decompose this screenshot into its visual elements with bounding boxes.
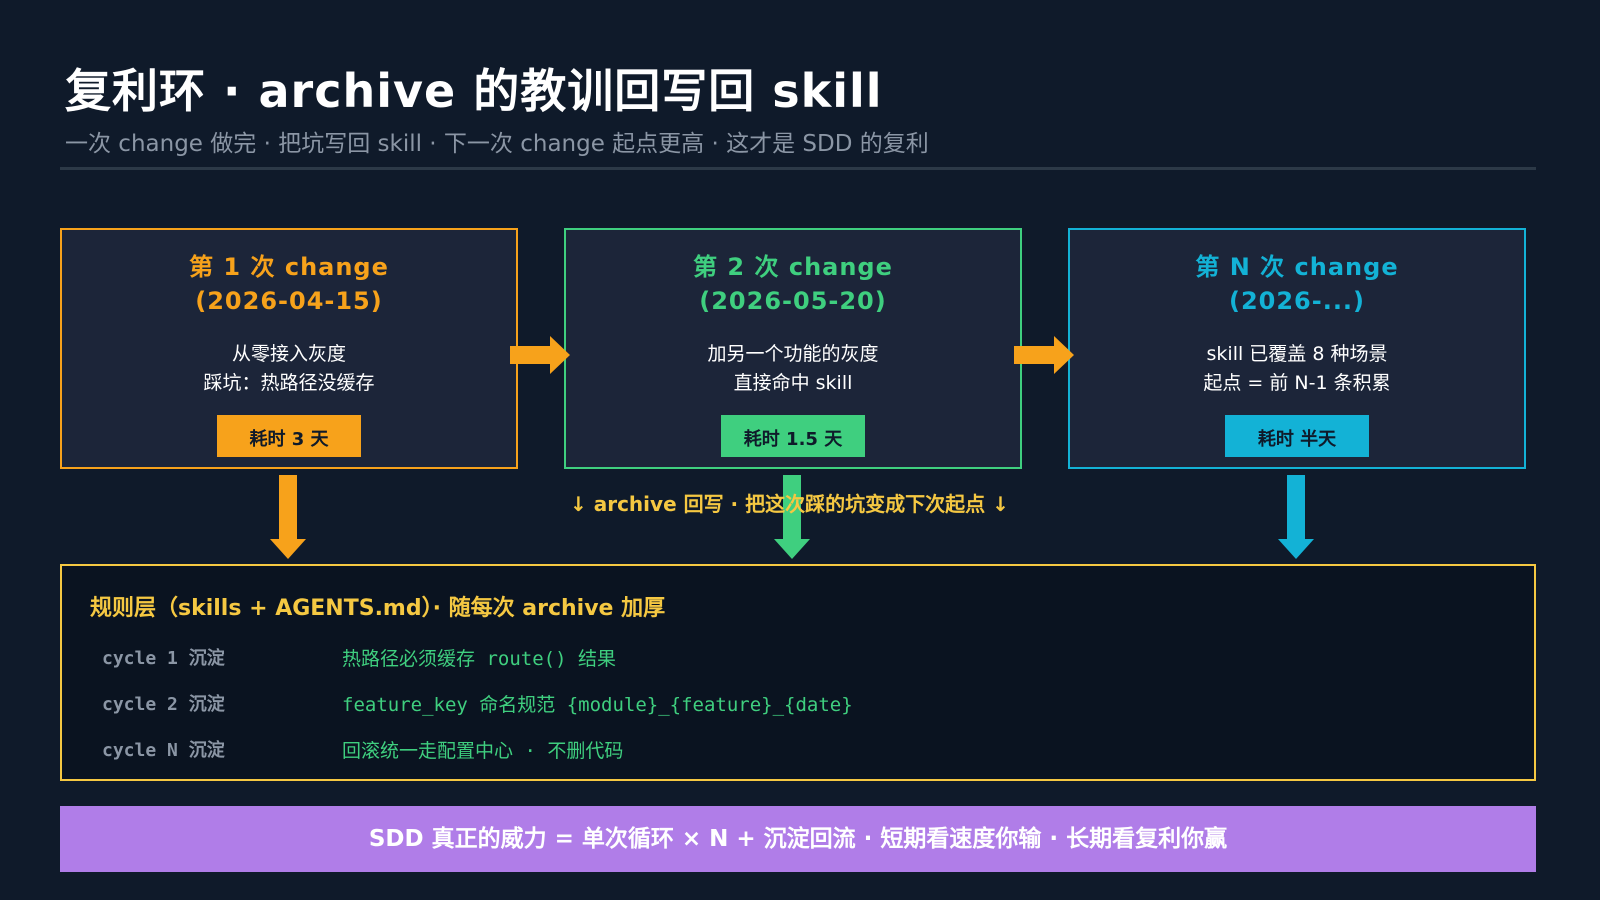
- card-title: 第 2 次 change (2026-05-20): [566, 250, 1020, 318]
- card-title-line2: (2026-04-15): [195, 287, 383, 315]
- duration-badge-label: 耗时 1.5 天: [743, 429, 843, 450]
- rule-label: cycle N 沉淀: [102, 740, 225, 761]
- rule-label: cycle 2 沉淀: [102, 694, 225, 715]
- card-title: 第 N 次 change (2026-...): [1070, 250, 1524, 318]
- duration-badge-label: 耗时 3 天: [249, 429, 329, 450]
- rule-value: 回滚统一走配置中心 · 不删代码: [342, 740, 624, 762]
- card-desc-line1: 加另一个功能的灰度: [707, 343, 879, 365]
- right-arrow-icon: [510, 336, 570, 374]
- card-desc-line2: 直接命中 skill: [733, 372, 853, 394]
- card-desc-line2: 踩坑：热路径没缓存: [203, 372, 375, 394]
- rule-value: 热路径必须缓存 route() 结果: [342, 648, 616, 670]
- page-subtitle: 一次 change 做完 · 把坑写回 skill · 下一次 change 起…: [65, 131, 929, 157]
- header-divider: [60, 167, 1536, 170]
- down-arrow-icon: [1278, 475, 1314, 559]
- right-arrow-icon: [1014, 336, 1074, 374]
- card-title-line2: (2026-05-20): [699, 287, 887, 315]
- rule-row: cycle N 沉淀 回滚统一走配置中心 · 不删代码: [62, 736, 1534, 766]
- card-description: 加另一个功能的灰度 直接命中 skill: [566, 340, 1020, 398]
- card-title-line2: (2026-...): [1228, 287, 1366, 315]
- rule-row: cycle 1 沉淀 热路径必须缓存 route() 结果: [62, 644, 1534, 674]
- card-title-line1: 第 1 次 change: [189, 253, 389, 281]
- rule-label: cycle 1 沉淀: [102, 648, 225, 669]
- duration-badge-label: 耗时 半天: [1257, 429, 1337, 450]
- card-description: skill 已覆盖 8 种场景 起点 = 前 N-1 条积累: [1070, 340, 1524, 398]
- rule-row: cycle 2 沉淀 feature_key 命名规范 {module}_{fe…: [62, 690, 1534, 720]
- rules-title: 规则层（skills + AGENTS.md）· 随每次 archive 加厚: [90, 596, 666, 621]
- card-desc-line1: 从零接入灰度: [231, 343, 346, 365]
- rules-layer: 规则层（skills + AGENTS.md）· 随每次 archive 加厚 …: [60, 564, 1536, 781]
- duration-badge: 耗时 1.5 天: [721, 415, 865, 457]
- change-card-n: 第 N 次 change (2026-...) skill 已覆盖 8 种场景 …: [1068, 228, 1526, 469]
- duration-badge: 耗时 半天: [1225, 415, 1369, 457]
- card-desc-line1: skill 已覆盖 8 种场景: [1206, 343, 1388, 365]
- down-arrow-icon: [270, 475, 306, 559]
- change-card-2: 第 2 次 change (2026-05-20) 加另一个功能的灰度 直接命中…: [564, 228, 1022, 469]
- page-title: 复利环 · archive 的教训回写回 skill: [65, 64, 883, 118]
- archive-note: ↓ archive 回写 · 把这次踩的坑变成下次起点 ↓: [570, 492, 1009, 516]
- card-title: 第 1 次 change (2026-04-15): [62, 250, 516, 318]
- change-card-1: 第 1 次 change (2026-04-15) 从零接入灰度 踩坑：热路径没…: [60, 228, 518, 469]
- card-description: 从零接入灰度 踩坑：热路径没缓存: [62, 340, 516, 398]
- summary-banner: SDD 真正的威力 = 单次循环 × N + 沉淀回流 · 短期看速度你输 · …: [60, 806, 1536, 872]
- down-arrow-icon: [774, 475, 810, 559]
- card-title-line1: 第 N 次 change: [1195, 253, 1399, 281]
- card-title-line1: 第 2 次 change: [693, 253, 893, 281]
- rule-value: feature_key 命名规范 {module}_{feature}_{dat…: [342, 694, 853, 716]
- card-desc-line2: 起点 = 前 N-1 条积累: [1203, 372, 1391, 394]
- duration-badge: 耗时 3 天: [217, 415, 361, 457]
